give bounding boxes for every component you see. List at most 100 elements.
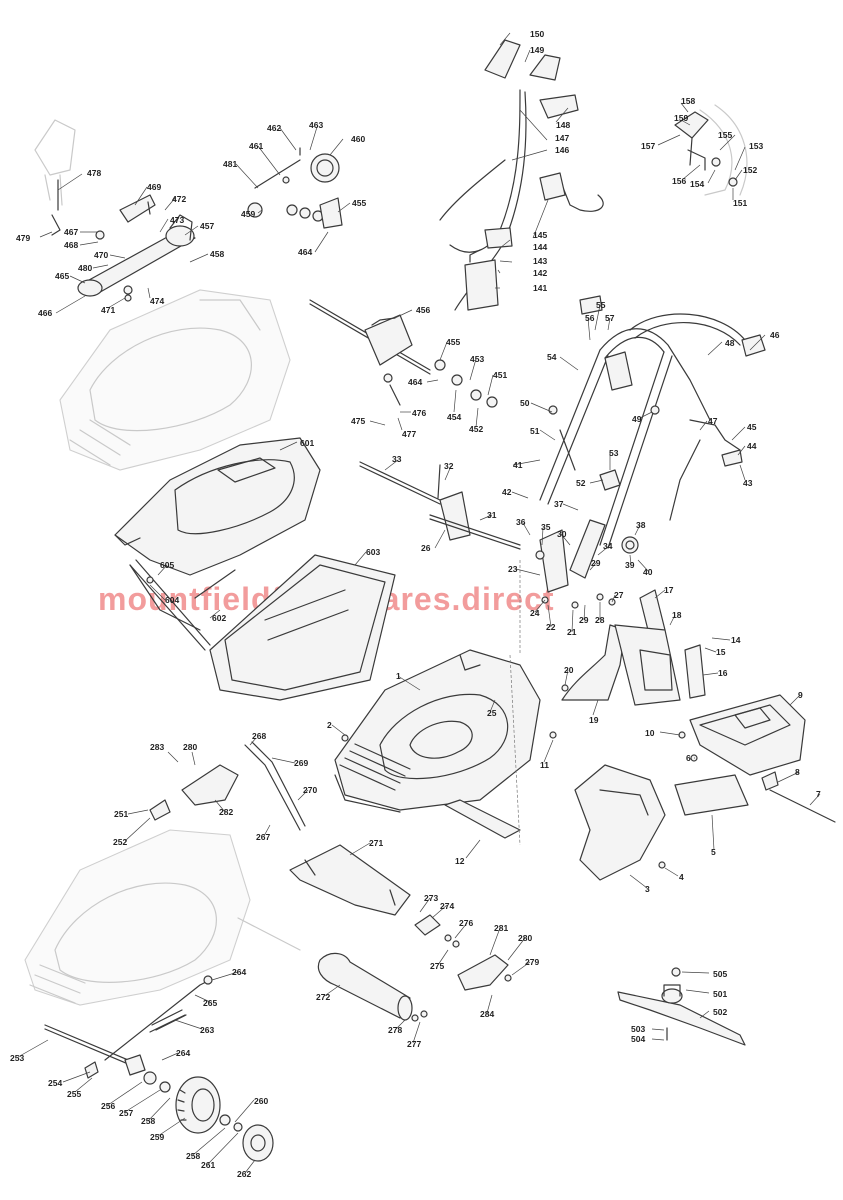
callout-277: 277 [407,1039,421,1049]
callout-57: 57 [605,313,615,323]
callout-256: 256 [101,1101,115,1111]
callout-262: 262 [237,1169,251,1179]
callout-18: 18 [672,610,682,620]
callout-145: 145 [533,230,547,240]
callout-263: 263 [200,1025,214,1035]
callout-254: 254 [48,1078,62,1088]
callout-269: 269 [294,758,308,768]
callout-468: 468 [64,240,78,250]
callout-149: 149 [530,45,544,55]
callout-33: 33 [392,454,402,464]
callout-30: 30 [557,529,567,539]
callout-456: 456 [416,305,430,315]
callout-41: 41 [513,460,523,470]
callout-258-upper: 258 [141,1116,155,1126]
callout-146: 146 [555,145,569,155]
callout-452: 452 [469,424,483,434]
callout-51: 51 [530,426,540,436]
callout-56: 56 [585,313,595,323]
callout-278: 278 [388,1025,402,1035]
callout-502: 502 [713,1007,727,1017]
callout-12: 12 [455,856,465,866]
callout-157: 157 [641,141,655,151]
callout-464: 464 [408,377,422,387]
callout-264-upper: 264 [232,967,246,977]
callout-151: 151 [733,198,747,208]
callout-34: 34 [603,541,613,551]
callout-253: 253 [10,1053,24,1063]
callout-465: 465 [55,271,69,281]
callout-265: 265 [203,998,217,1008]
callout-481: 481 [223,159,237,169]
callout-148: 148 [556,120,570,130]
callout-3: 3 [645,884,650,894]
callout-455: 455 [446,337,460,347]
callout-14: 14 [731,635,741,645]
callout-55: 55 [596,300,606,310]
callout-475: 475 [351,416,365,426]
handle-assembly [539,295,766,549]
callout-152: 152 [743,165,757,175]
callout-257: 257 [119,1108,133,1118]
callout-31: 31 [487,510,497,520]
callout-274: 274 [440,901,454,911]
callout-4: 4 [679,872,684,882]
callout-605: 605 [160,560,174,570]
callout-22: 22 [546,622,556,632]
callout-20: 20 [564,665,574,675]
callout-10: 10 [645,728,655,738]
callout-471: 471 [101,305,115,315]
callout-52: 52 [576,478,586,488]
callout-601: 601 [300,438,314,448]
callout-469: 469 [147,182,161,192]
callout-479: 479 [16,233,30,243]
callout-49: 49 [632,414,642,424]
callout-36: 36 [516,517,526,527]
callout-6: 6 [686,753,691,763]
side-covers [574,694,836,881]
callout-505: 505 [713,969,727,979]
callout-478: 478 [87,168,101,178]
callout-8: 8 [795,767,800,777]
callout-476: 476 [412,408,426,418]
callout-143: 143 [533,256,547,266]
height-adjust-brackets [359,461,706,699]
callout-258-lower: 258 [186,1151,200,1161]
callout-153: 153 [749,141,763,151]
callout-462: 462 [267,123,281,133]
callout-602: 602 [212,613,226,623]
callout-154: 154 [690,179,704,189]
callout-264-lower: 264 [176,1048,190,1058]
callout-453: 453 [470,354,484,364]
callout-28: 28 [595,615,605,625]
callout-604: 604 [165,595,179,605]
callout-50: 50 [520,398,530,408]
callout-23: 23 [508,564,518,574]
callout-155: 155 [718,130,732,140]
callout-261: 261 [201,1160,215,1170]
callout-451: 451 [493,370,507,380]
callout-37: 37 [554,499,564,509]
callout-283: 283 [150,742,164,752]
callout-458: 458 [210,249,224,259]
callout-5: 5 [711,847,716,857]
callout-504: 504 [631,1034,645,1044]
gearbox-axle [309,299,498,408]
grass-box [114,437,396,701]
callout-474: 474 [150,296,164,306]
cable-connector [674,111,738,187]
callout-455-top: 455 [352,198,366,208]
callout-53: 53 [609,448,619,458]
callout-16: 16 [718,668,728,678]
callout-460: 460 [351,134,365,144]
callout-159: 159 [674,113,688,123]
callout-267: 267 [256,832,270,842]
callout-141: 141 [533,283,547,293]
callout-251: 251 [114,809,128,819]
callout-463: 463 [309,120,323,130]
leader-lines [17,32,821,1174]
callout-255: 255 [67,1089,81,1099]
callout-473: 473 [170,215,184,225]
